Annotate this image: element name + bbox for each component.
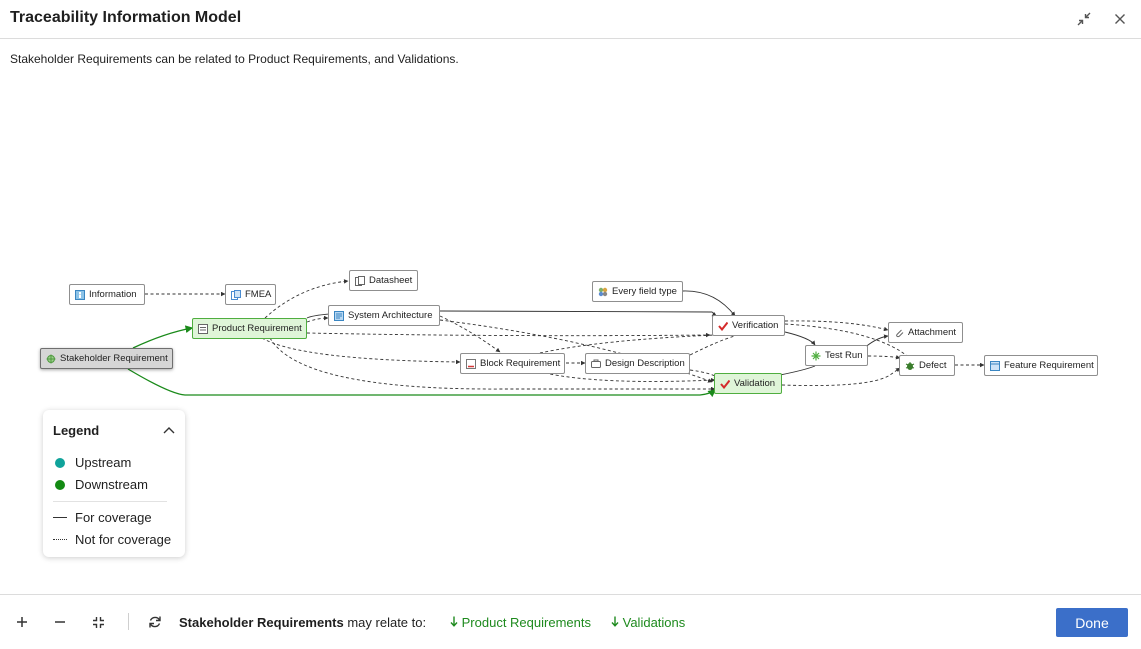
node-system-architecture[interactable]: System Architecture bbox=[328, 305, 440, 326]
refresh-button[interactable] bbox=[144, 611, 166, 633]
node-label: System Architecture bbox=[348, 310, 433, 321]
node-label: Datasheet bbox=[369, 275, 413, 286]
legend-downstream: Downstream bbox=[55, 477, 148, 492]
legend-divider bbox=[53, 501, 167, 502]
arrow-down-icon bbox=[450, 616, 458, 627]
feature-icon bbox=[990, 360, 1000, 371]
close-icon[interactable] bbox=[1110, 9, 1130, 29]
stakeholder-icon bbox=[46, 354, 56, 364]
block-requirement-icon bbox=[466, 358, 476, 369]
design-icon bbox=[591, 359, 601, 369]
node-label: Defect bbox=[919, 360, 947, 371]
link-label: Product Requirements bbox=[461, 615, 591, 630]
legend-for-coverage: For coverage bbox=[53, 510, 152, 525]
node-label: Every field type bbox=[612, 286, 677, 297]
fields-icon bbox=[598, 287, 608, 297]
chevron-up-icon[interactable] bbox=[161, 422, 177, 438]
node-design-description[interactable]: Design Description bbox=[585, 353, 690, 374]
node-label: Feature Requirement bbox=[1004, 360, 1094, 371]
node-block-requirement[interactable]: Block Requirement bbox=[460, 353, 565, 374]
relationship-summary: Stakeholder Requirements may relate to: bbox=[179, 615, 426, 630]
node-label: Product Requirement bbox=[212, 323, 302, 334]
relationship-edges bbox=[127, 279, 985, 398]
upstream-dot bbox=[55, 457, 65, 468]
node-label: Test Run bbox=[825, 350, 863, 361]
modal-header: Traceability Information Model bbox=[0, 0, 1141, 39]
done-button[interactable]: Done bbox=[1056, 608, 1128, 637]
test-run-icon bbox=[811, 351, 821, 361]
node-validation[interactable]: Validation bbox=[714, 373, 782, 394]
node-label: Block Requirement bbox=[480, 358, 561, 369]
link-validations[interactable]: Validations bbox=[611, 615, 685, 630]
footer-divider bbox=[128, 613, 129, 630]
requirement-icon bbox=[198, 323, 208, 334]
fmea-icon bbox=[231, 289, 241, 300]
checkmark-icon bbox=[718, 321, 728, 331]
node-product-requirement[interactable]: Product Requirement bbox=[192, 318, 307, 339]
node-feature-requirement[interactable]: Feature Requirement bbox=[984, 355, 1098, 376]
node-verification[interactable]: Verification bbox=[712, 315, 785, 336]
datasheet-icon bbox=[355, 275, 365, 286]
legend-not-for-coverage: Not for coverage bbox=[53, 532, 171, 547]
node-information[interactable]: Information bbox=[69, 284, 145, 305]
node-attachment[interactable]: Attachment bbox=[888, 322, 963, 343]
node-test-run[interactable]: Test Run bbox=[805, 345, 868, 366]
graph-canvas[interactable] bbox=[0, 40, 1141, 593]
model-description: Stakeholder Requirements can be related … bbox=[10, 52, 459, 66]
information-icon bbox=[75, 289, 85, 300]
node-stakeholder-requirement[interactable]: Stakeholder Requirement bbox=[40, 348, 173, 369]
legend-label: For coverage bbox=[75, 510, 152, 525]
node-every-field-type[interactable]: Every field type bbox=[592, 281, 683, 302]
node-label: Validation bbox=[734, 378, 776, 389]
architecture-icon bbox=[334, 310, 344, 321]
node-label: FMEA bbox=[245, 289, 272, 300]
node-label: Stakeholder Requirement bbox=[60, 353, 168, 364]
node-label: Verification bbox=[732, 320, 779, 331]
node-label: Attachment bbox=[908, 327, 957, 338]
bug-icon bbox=[905, 361, 915, 371]
checkmark-icon bbox=[720, 379, 730, 389]
arrow-down-icon bbox=[611, 616, 619, 627]
fit-to-screen-button[interactable] bbox=[87, 611, 109, 633]
legend-label: Downstream bbox=[75, 477, 148, 492]
link-label: Validations bbox=[622, 615, 686, 630]
node-defect[interactable]: Defect bbox=[899, 355, 955, 376]
modal-title: Traceability Information Model bbox=[10, 9, 242, 26]
legend-upstream: Upstream bbox=[55, 455, 131, 470]
solid-line-sample bbox=[53, 517, 67, 518]
legend-panel: Legend Upstream Downstream For coverage … bbox=[43, 410, 185, 557]
node-label: Design Description bbox=[605, 358, 685, 369]
legend-title: Legend bbox=[53, 423, 100, 438]
link-product-requirements[interactable]: Product Requirements bbox=[450, 615, 591, 630]
downstream-dot bbox=[55, 479, 65, 490]
paperclip-icon bbox=[894, 328, 904, 338]
legend-label: Upstream bbox=[75, 455, 132, 470]
legend-label: Not for coverage bbox=[75, 532, 172, 547]
modal-footer: Stakeholder Requirements may relate to: … bbox=[0, 594, 1141, 649]
node-label: Information bbox=[89, 289, 137, 300]
node-fmea[interactable]: FMEA bbox=[225, 284, 276, 305]
dotted-line-sample bbox=[53, 539, 67, 540]
zoom-out-button[interactable] bbox=[49, 611, 71, 633]
may-relate-label: may relate to: bbox=[347, 615, 427, 630]
node-datasheet[interactable]: Datasheet bbox=[349, 270, 418, 291]
collapse-icon[interactable] bbox=[1074, 9, 1094, 29]
zoom-in-button[interactable] bbox=[11, 611, 33, 633]
subject-label: Stakeholder Requirements bbox=[179, 615, 344, 630]
